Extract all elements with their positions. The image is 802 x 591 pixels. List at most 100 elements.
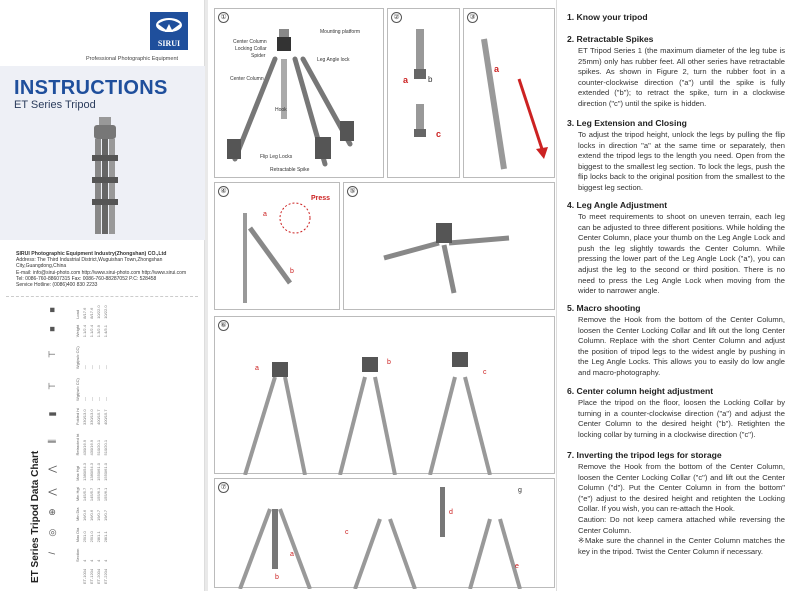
table-cell: 330/13.0: [89, 409, 94, 425]
label-b: b: [290, 268, 294, 275]
company-tel: Tel: 0086-760-88607315 Fax: 0086-760-882…: [16, 275, 157, 282]
spike-diagram: [414, 29, 426, 137]
column-icon: ⊤: [46, 350, 57, 359]
tripod-diagram: [227, 29, 354, 167]
table-cell: 1.3/2.9: [96, 325, 101, 338]
section-4: 4. Leg Angle Adjustment To meet requireme…: [567, 200, 785, 297]
label-c: c: [436, 129, 442, 139]
leg-extension-diagram: [481, 38, 548, 170]
section-heading: 6. Center column height adjustment: [567, 386, 714, 396]
label-a: a: [494, 64, 500, 74]
table-cell: 145/5.7: [82, 487, 87, 502]
table-cell: 1.1/2.4: [89, 325, 94, 338]
figure-5: ⑤: [343, 182, 555, 310]
company-address: Address: The Third Industrial District,W…: [16, 257, 163, 270]
column-header: Wgt(w/o CC): [75, 346, 80, 370]
figure-number: ③: [467, 12, 478, 23]
label-center-column: Center Column: [230, 76, 264, 82]
table-cell: 1.1/2.4: [82, 325, 87, 338]
label-d: d: [449, 509, 453, 516]
column-icon: ■: [47, 307, 57, 313]
column-header: Min Dia: [75, 507, 80, 522]
figure-3: ③ a: [463, 8, 555, 178]
channel-note: ※Make sure the channel in the Center Col…: [578, 536, 785, 556]
tagline: Professional Photographic Equipment: [86, 56, 179, 62]
section-heading: 5. Macro shooting: [567, 303, 641, 313]
company-email: E-mail: info@sirui-photo.com http://www.…: [16, 269, 187, 276]
column-icon: ⊤: [46, 382, 57, 391]
table-cell: ET-2204: [103, 568, 108, 584]
table-cell: 1380/54.3: [82, 463, 87, 481]
section-heading: 7. Inverting the tripod legs for storage: [567, 450, 722, 460]
table-cell: ET-1004: [82, 568, 87, 584]
column-icon: ■: [47, 326, 57, 332]
chart-title: ET Series Tripod Data Chart: [30, 450, 41, 583]
label-mounting-platform: Mounting platform: [320, 29, 361, 35]
table-cell: —: [82, 365, 87, 370]
table-cell: 400/15.7: [103, 409, 108, 425]
sirui-logo: SIRUI: [150, 12, 188, 50]
table-cell: 330/13.0: [82, 409, 87, 425]
table-cell: 4: [96, 559, 101, 563]
label-b: b: [387, 359, 391, 366]
column-icon: ⊕: [46, 508, 57, 516]
section-heading: 4. Leg Angle Adjustment: [567, 200, 668, 210]
table-cell: 19/0.7: [96, 509, 101, 522]
leg-angle-diagram: [243, 202, 311, 303]
table-cell: —: [89, 365, 94, 370]
table-cell: 28/1.1: [103, 531, 108, 543]
logo-text: SIRUI: [157, 39, 181, 48]
table-cell: 8/17.6: [82, 307, 87, 319]
column-header: Min Hgt: [75, 487, 80, 502]
label-locking-collar: Locking Collar: [235, 46, 267, 52]
table-cell: 16/0.6: [89, 509, 94, 522]
label-g: g: [518, 487, 522, 494]
table-cell: 4: [82, 559, 87, 563]
column-icon: ▮: [46, 411, 57, 417]
label-retractable-spike: Retractable Spike: [270, 167, 310, 173]
table-cell: 510/20.1: [103, 439, 108, 456]
table-row: ET-1004 4 25/1.0 16/0.6 145/5.7 1380/54.3 430/…: [81, 300, 88, 585]
table-cell: 1.4/3.1: [103, 325, 108, 338]
table-cell: 1550/61.0: [96, 463, 101, 481]
column-header: Max Dia: [75, 527, 80, 543]
section-heading: 3. Leg Extension and Closing: [567, 118, 687, 128]
table-cell: —: [96, 365, 101, 370]
table-cell: 430/16.9: [82, 439, 87, 456]
column-icon: ⋀: [46, 465, 57, 473]
table-cell: 16/0.6: [82, 509, 87, 522]
label-a: a: [403, 75, 409, 85]
table-cell: 4: [103, 559, 108, 563]
section-heading: 1. Know your tripod: [567, 12, 648, 22]
column-header: Load: [75, 309, 80, 319]
section-body: ET Tripod Series 1 (the maximum diameter…: [578, 46, 785, 108]
label-e: e: [515, 563, 519, 570]
company-hotline: Service Hotline: (0086)400 830 2233: [16, 282, 98, 289]
section-1: 1. Know your tripod: [567, 12, 785, 24]
figure-number: ⑤: [347, 186, 358, 197]
label-spider: Spider: [251, 53, 266, 59]
label-b: b: [275, 574, 279, 581]
section-7: 7. Inverting the tripod legs for storage…: [567, 450, 785, 557]
table-cell: 155/6.1: [103, 487, 108, 502]
label-b: b: [428, 75, 433, 84]
column-header: Section: [75, 548, 80, 563]
table-cell: —: [89, 397, 94, 402]
figure-number: ⑦: [218, 482, 229, 493]
figure-7: ⑦ a b c d e g: [214, 478, 555, 589]
divider: [6, 296, 198, 297]
figure-4: ④ Press a b: [214, 182, 340, 310]
label-leg-angle-lock: Leg Angle lock: [317, 57, 350, 63]
invert-legs-diagram: [238, 487, 522, 589]
table-cell: 25/1.0: [82, 531, 87, 543]
section-body: To meet requirements to shoot on uneven …: [578, 212, 785, 296]
table-cell: —: [82, 397, 87, 402]
label-center-column-collar: Center Column: [233, 39, 267, 45]
table-cell: 25/1.0: [89, 531, 94, 543]
column-header: Retracted ht: [75, 433, 80, 456]
table-cell: 8/17.6: [89, 307, 94, 319]
caution-note: Caution: Do not keep camera attached whi…: [578, 514, 785, 535]
